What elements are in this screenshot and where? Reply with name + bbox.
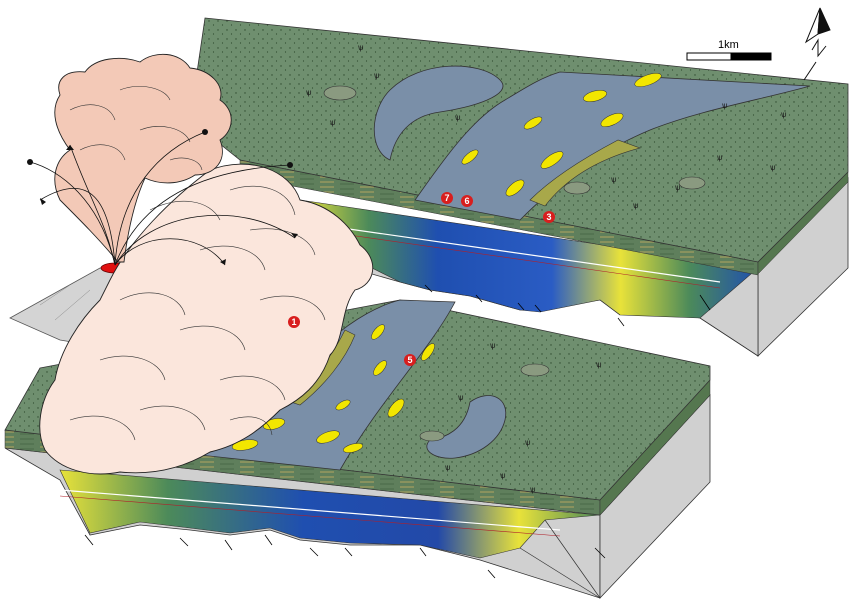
- svg-text:ѱ: ѱ: [525, 438, 531, 447]
- sample-marker-1[interactable]: 1: [288, 316, 300, 328]
- upper-basement-faults: [599, 299, 759, 357]
- upper-oxbow-lake: [373, 65, 504, 161]
- lower-pond-1: [520, 363, 550, 377]
- svg-text:ѱ: ѱ: [306, 88, 312, 97]
- upper-pond-2: [563, 181, 591, 195]
- svg-text:ѱ: ѱ: [490, 341, 496, 350]
- ballistic-trajectories: [29, 131, 296, 266]
- lower-oxbow-lake: [426, 395, 507, 459]
- lower-pond-2: [419, 430, 445, 442]
- upper-point-bar: [529, 139, 641, 207]
- sample-marker-5[interactable]: 5: [404, 354, 416, 366]
- sample-marker-1-label: 1: [291, 317, 296, 327]
- svg-text:ѱ: ѱ: [770, 163, 776, 172]
- scale-bar: 1km: [686, 39, 772, 61]
- lower-fault-arrows: [84, 534, 606, 579]
- upper-fault-arrows: [424, 284, 711, 327]
- pyroclastic-flow: [39, 163, 374, 475]
- svg-text:ѱ: ѱ: [330, 118, 336, 127]
- svg-text:ѱ: ѱ: [500, 471, 506, 480]
- svg-text:ѱ: ѱ: [455, 113, 461, 122]
- sample-marker-6[interactable]: 6: [461, 195, 473, 207]
- lower-basement-faults: [519, 519, 601, 599]
- svg-text:ѱ: ѱ: [358, 43, 364, 52]
- svg-text:ѱ: ѱ: [675, 183, 681, 192]
- upper-block: [189, 17, 849, 357]
- ballistic-bombs: [27, 129, 298, 265]
- lower-seismic-section: [59, 469, 601, 559]
- eruption-column: [54, 53, 232, 263]
- north-arrow-icon: [803, 7, 831, 81]
- upper-pond-3: [678, 176, 706, 190]
- svg-text:ѱ: ѱ: [374, 71, 380, 80]
- svg-text:ѱ: ѱ: [530, 485, 536, 494]
- svg-text:ѱ: ѱ: [717, 153, 723, 162]
- sample-marker-3-label: 3: [546, 212, 551, 222]
- sample-marker-6-label: 6: [464, 196, 469, 206]
- sample-marker-5-label: 5: [407, 355, 412, 365]
- svg-text:ѱ: ѱ: [611, 175, 617, 184]
- upper-sand-bars: [461, 73, 662, 197]
- sample-marker-7-label: 7: [444, 193, 449, 203]
- column-lobes: [69, 86, 203, 171]
- svg-text:ѱ: ѱ: [722, 101, 728, 110]
- svg-text:ѱ: ѱ: [633, 201, 639, 210]
- vegetation-symbols: ѱ ѱ ѱ ѱ ѱ ѱ ѱ ѱ ѱ ѱ ѱ ѱ ѱ ѱ ѱ ѱ ѱ ѱ ѱ: [306, 43, 787, 494]
- svg-text:ѱ: ѱ: [445, 463, 451, 472]
- lower-sand-bars: [231, 324, 435, 453]
- scale-bar-label: 1km: [718, 39, 739, 51]
- upper-pond-1: [323, 85, 357, 101]
- svg-text:ѱ: ѱ: [596, 360, 602, 369]
- sample-marker-3[interactable]: 3: [543, 211, 555, 223]
- svg-text:ѱ: ѱ: [781, 110, 787, 119]
- sample-marker-7[interactable]: 7: [441, 192, 453, 204]
- svg-text:ѱ: ѱ: [458, 393, 464, 402]
